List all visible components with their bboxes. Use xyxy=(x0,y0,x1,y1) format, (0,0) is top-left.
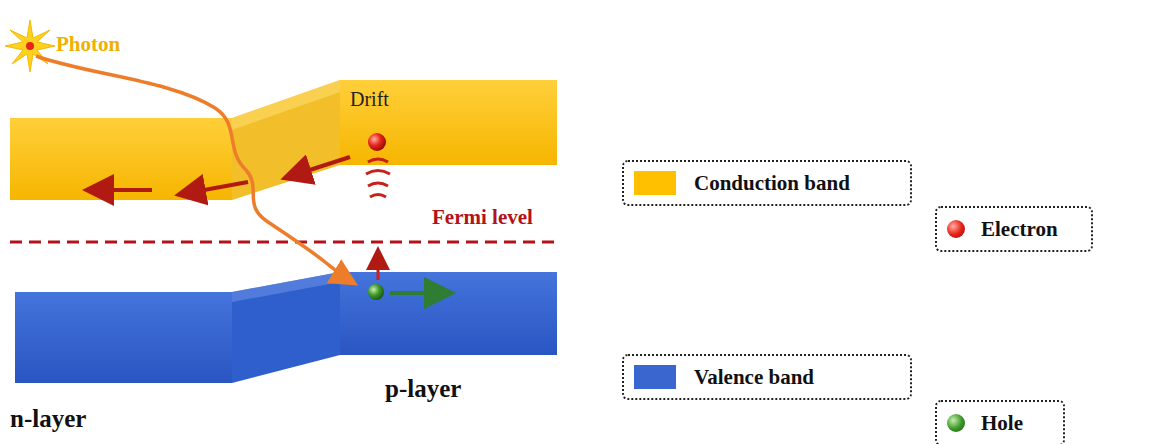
legend-text: Conduction band xyxy=(694,171,850,196)
legend-item: Hole xyxy=(935,400,1065,444)
hole-arrow xyxy=(390,291,448,295)
valence-band xyxy=(15,272,557,383)
electron-dot xyxy=(368,133,386,151)
excitation-waves xyxy=(366,159,390,280)
layer-label: n-layer xyxy=(10,405,86,433)
photon-star xyxy=(5,20,55,72)
fermi-label: Fermi level xyxy=(432,206,533,229)
conduction-band xyxy=(10,80,557,200)
drift-label: Drift xyxy=(350,88,389,110)
photon-label: Photon xyxy=(56,33,120,56)
legend-swatch xyxy=(634,365,676,389)
layer-label: p-layer xyxy=(385,375,461,403)
hole-dot xyxy=(368,284,384,300)
legend-dot xyxy=(947,414,965,432)
photon-path xyxy=(36,56,352,282)
legend-dot xyxy=(947,220,965,238)
legend-item: Conduction band xyxy=(622,160,912,206)
legend-swatch xyxy=(634,171,676,195)
legend-text: Hole xyxy=(981,411,1023,436)
legend-item: Electron xyxy=(935,206,1093,252)
fermi-line xyxy=(10,241,557,244)
legend-text: Valence band xyxy=(694,365,814,390)
legend-text: Electron xyxy=(981,217,1058,242)
legend-item: Valence band xyxy=(622,354,912,400)
drift-arrows xyxy=(90,157,350,194)
